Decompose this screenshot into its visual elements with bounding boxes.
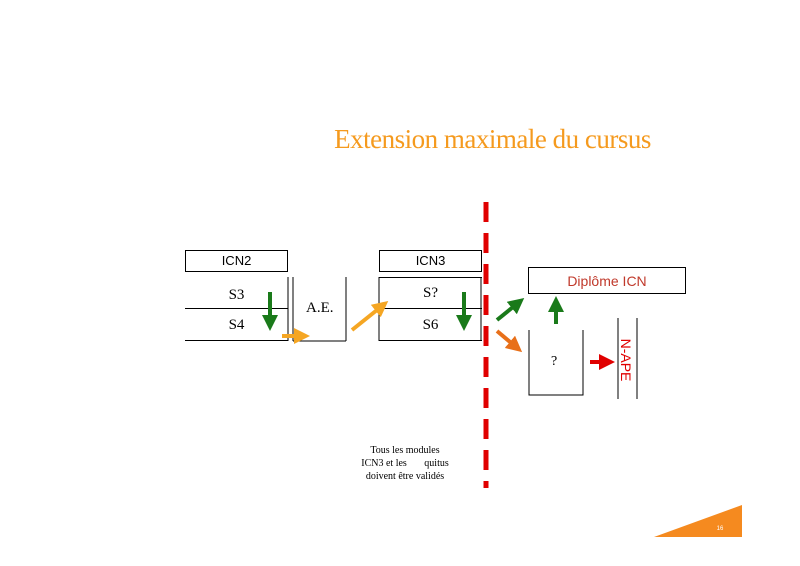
question-mark-label: ? (551, 354, 558, 369)
diplome-icn-box: Diplôme ICN (528, 267, 686, 294)
note-line-2: ICN3 et les quitus (361, 458, 449, 469)
icn3-s-cell: S? (379, 277, 482, 309)
icn3-s6-label: S6 (422, 317, 439, 333)
slide-title: Extension maximale du cursus (334, 124, 651, 154)
icn2-s3-label: S3 (228, 287, 245, 303)
validation-note: Tous les modules ICN3 et les quitus doiv… (340, 444, 470, 483)
icn3-header: ICN3 (379, 250, 482, 272)
to-diplome-green-arrow (495, 297, 525, 322)
icn2-s4-label: S4 (228, 317, 245, 333)
icn3-s6-cell: S6 (379, 309, 482, 341)
icn2-header: ICN2 (185, 250, 288, 272)
to-question-orange-arrow (495, 329, 523, 353)
icn3-s-label: S? (423, 285, 438, 301)
note-line-1: Tous les modules (370, 445, 440, 456)
page-number: 16 (717, 526, 724, 532)
ae-label: A.E. (306, 300, 334, 316)
icn2-s4-cell: S4 (185, 309, 288, 341)
corner-triangle (654, 505, 742, 537)
icn2-s3-cell: S3 (185, 277, 288, 309)
ae-to-icn3-orange-arrow (350, 301, 389, 332)
question-box (528, 330, 584, 396)
note-line-3: doivent être validés (365, 471, 445, 482)
